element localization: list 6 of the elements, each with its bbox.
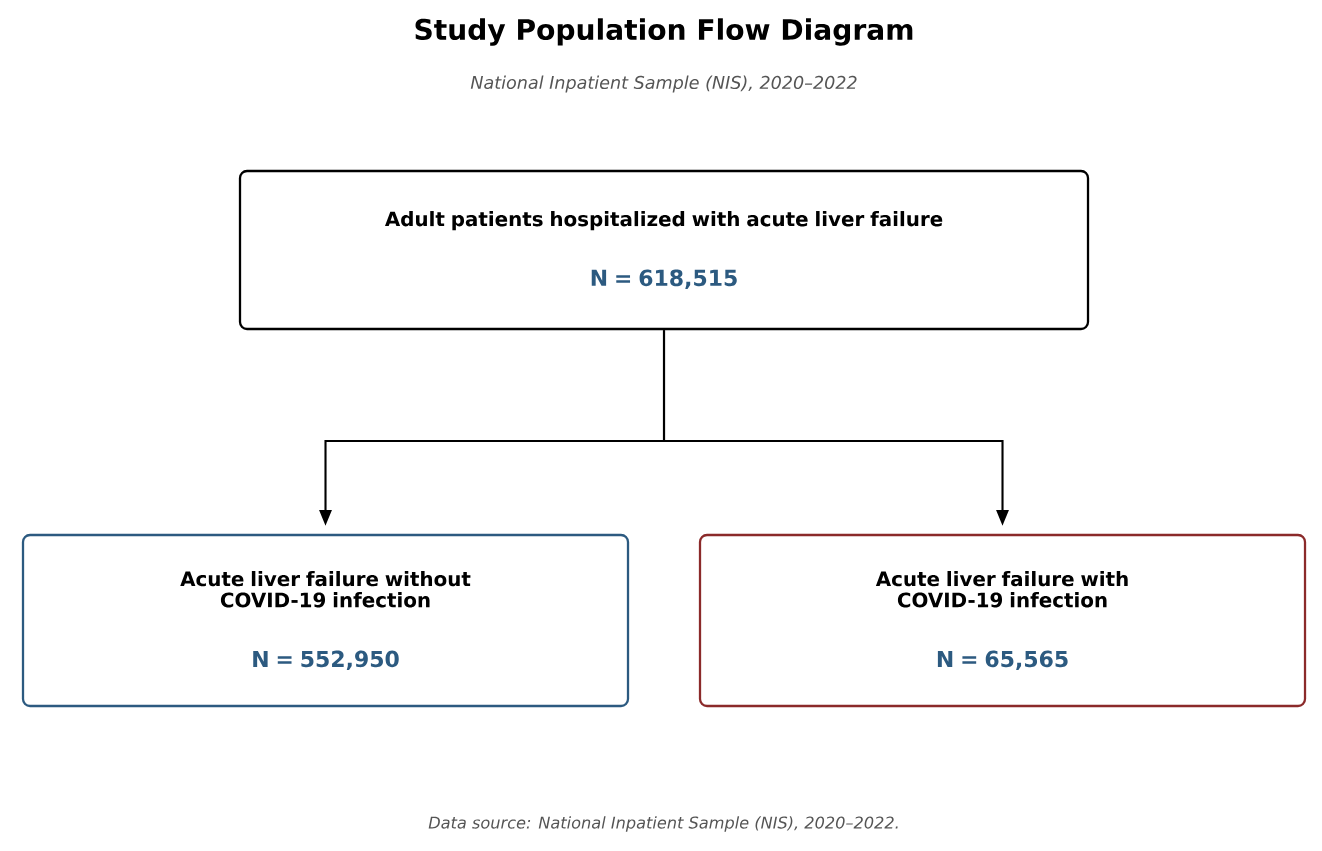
title: Study Population Flow Diagram — [415, 18, 913, 46]
process-box: Adult patients hospitalized with acute liver failure N = 618,515 — [238, 169, 1090, 331]
process-box: Acute liver failure without COVID-19 infection N = 552,950 — [21, 533, 630, 708]
subtitle: National Inpatient Sample (NIS), 2020–2022 — [470, 75, 857, 93]
process-box: Acute liver failure with COVID-19 infection N = 65,565 — [698, 533, 1307, 708]
caption: Data source: National Inpatient Sample (NIS), 2020–2022. — [428, 816, 898, 832]
